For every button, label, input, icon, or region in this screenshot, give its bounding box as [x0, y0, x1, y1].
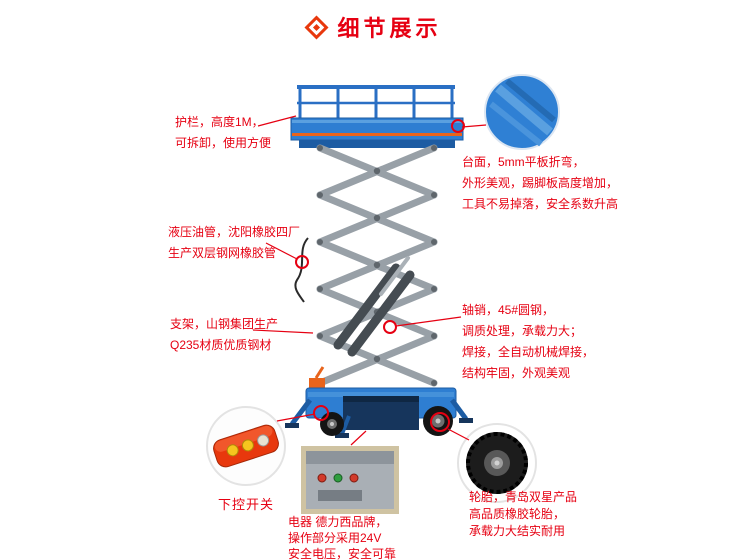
callout-support-frame-line: Q235材质优质钢材 — [170, 338, 272, 352]
diamond-icon-inner — [313, 23, 321, 31]
callout-guardrail: 护栏，高度1M， 可拆卸，使用方便 — [175, 112, 271, 154]
callout-highlight-rings — [295, 119, 465, 432]
callout-tires-line: 承载力大结实耐用 — [469, 524, 566, 538]
platform-detail-photo — [484, 74, 560, 150]
callout-axle-pin-line: 结构牢固，外观美观 — [462, 366, 571, 380]
callout-axle-pin: 轴销，45#圆钢， 调质处理，承载力大； 焊接，全自动机械焊接， 结构牢固，外观… — [462, 300, 594, 384]
callout-electrical-line: 操作部分采用24V — [288, 531, 382, 545]
wheel-detail-photo — [457, 423, 537, 503]
callout-axle-pin-line: 调质处理，承载力大； — [462, 324, 583, 338]
callout-hydraulic-pipe-line: 液压油管，沈阳橡胶四厂 — [168, 225, 301, 239]
callout-tires: 轮胎，青岛双星产品 高品质橡胶轮胎， 承载力大结实耐用 — [469, 489, 577, 540]
lift-platform-deck — [290, 117, 464, 148]
callout-support-frame: 支架，山钢集团生产 Q235材质优质钢材 — [170, 314, 278, 356]
callout-axle-pin-line: 轴销，45#圆钢， — [462, 303, 555, 317]
hydraulic-cylinders — [333, 256, 415, 357]
callout-electrical: 电器 德力西品牌， 操作部分采用24V 安全电压，安全可靠 — [288, 514, 396, 560]
callout-connector-lines — [252, 115, 487, 446]
callout-platform-line: 外形美观，踢脚板高度增加， — [462, 176, 619, 190]
diamond-icon — [304, 14, 330, 40]
callout-tires-line: 高品质橡胶轮胎， — [469, 507, 566, 521]
remote-control-photo — [206, 406, 286, 486]
scissor-pivot-pins — [317, 145, 437, 386]
callout-hydraulic-pipe: 液压油管，沈阳橡胶四厂 生产双层钢网橡胶管 — [168, 222, 300, 264]
callout-guardrail-line: 护栏，高度1M， — [175, 115, 264, 129]
callout-platform-line: 台面，5mm平板折弯， — [462, 155, 585, 169]
callout-platform: 台面，5mm平板折弯， 外形美观，踢脚板高度增加， 工具不易掉落，安全系数升高 — [462, 152, 618, 215]
callout-axle-pin-line: 焊接，全自动机械焊接， — [462, 345, 595, 359]
page-header: 细节展示 — [0, 10, 750, 44]
hydraulic-hoses — [294, 237, 309, 303]
callout-guardrail-line: 可拆卸，使用方便 — [175, 136, 272, 150]
callout-hydraulic-pipe-line: 生产双层钢网橡胶管 — [168, 246, 277, 260]
lift-guardrail — [297, 85, 455, 121]
electrical-panel-photo — [301, 446, 399, 514]
callout-tires-line: 轮胎，青岛双星产品 — [469, 490, 578, 504]
callout-lower-control-label: 下控开关 — [218, 497, 275, 512]
callout-platform-line: 工具不易掉落，安全系数升高 — [462, 197, 619, 211]
callout-support-frame-line: 支架，山钢集团生产 — [170, 317, 279, 331]
callout-electrical-line: 安全电压，安全可靠 — [288, 547, 397, 560]
callout-electrical-line: 电器 德力西品牌， — [288, 515, 388, 529]
lift-base-chassis — [285, 366, 473, 438]
page-title: 细节展示 — [337, 16, 442, 41]
